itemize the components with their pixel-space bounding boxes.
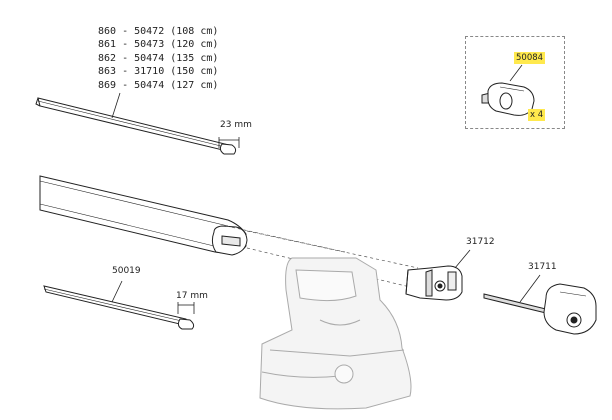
inset-part-number-badge: 50084 (514, 52, 546, 64)
roof-foot (259, 257, 412, 410)
bar-part-number-list: 860 - 50472 (108 cm) 861 - 50473 (120 cm… (98, 25, 218, 92)
leader-50019 (111, 280, 123, 303)
dimension-17mm (177, 302, 195, 314)
bar-part-number: 862 - 50474 (135 cm) (98, 52, 219, 64)
label-31712: 31712 (466, 237, 495, 247)
inset-end-cap (481, 64, 535, 116)
leader-31711 (519, 274, 541, 303)
label-17mm: 17 mm (176, 291, 208, 301)
main-bar (39, 175, 248, 256)
end-cap-adapter (405, 265, 463, 301)
bar-part-number: 860 - 50472 (108 cm) (98, 26, 219, 37)
label-23mm: 23 mm (220, 120, 252, 130)
bar-part-number: 863 - 31710 (150 cm) (98, 66, 219, 78)
top-bar-strip (35, 97, 237, 155)
bar-part-number: 861 - 50473 (120 cm) (98, 39, 219, 51)
inset-end-cap-box: 50084 x 4 (465, 36, 565, 129)
dimension-23mm (218, 137, 240, 148)
label-31711: 31711 (528, 262, 557, 272)
end-cap-with-bolt (483, 283, 597, 335)
leader-31712 (454, 249, 471, 269)
bar-part-number: 869 - 50474 (127 cm) (98, 79, 219, 91)
leader-bar-list (111, 92, 121, 119)
label-50019: 50019 (112, 266, 141, 276)
rubber-strip-50019 (43, 285, 195, 330)
inset-quantity-badge: x 4 (528, 109, 546, 121)
assembly-guide-lines (225, 225, 419, 288)
